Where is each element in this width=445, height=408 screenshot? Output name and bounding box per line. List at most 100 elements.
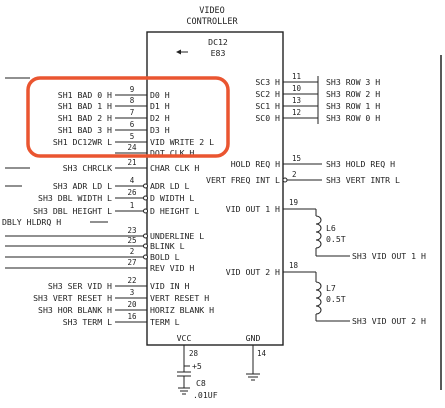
- left-pin-signal: DBLY HLDRQ H: [2, 217, 61, 227]
- right-pin-number: 11: [292, 72, 301, 81]
- left-pin-label: HORIZ BLANK H: [150, 305, 214, 315]
- title-line-1: VIDEO: [199, 6, 225, 16]
- left-pin-number: 3: [130, 288, 135, 297]
- inversion-bubble: [143, 243, 148, 249]
- left-pin-signal: SH3 TERM L: [63, 317, 112, 327]
- orientation-arrow: [176, 49, 188, 55]
- left-pin-d2: SH1 BAD 2 H 7 D2 H: [58, 108, 170, 123]
- inversion-bubble: [143, 233, 148, 239]
- left-pin-number: 1: [130, 201, 135, 210]
- left-pin-vert-reset: SH3 VERT RESET H 3 VERT RESET H: [33, 288, 209, 303]
- inductor-l7: L7 0.5T SH3 VID OUT 2 H: [315, 272, 426, 326]
- capacitor-ref: C8: [196, 378, 206, 388]
- left-pin-d3: SH1 BAD 3 H 6 D3 H: [58, 120, 170, 135]
- gnd-label: GND: [246, 333, 261, 343]
- chip-body: [146, 31, 284, 346]
- left-signal-dbly-hldrq: DBLY HLDRQ H: [2, 217, 108, 227]
- inductor-ref: L6: [326, 223, 336, 233]
- left-pin-number: 25: [127, 236, 136, 245]
- left-pin-underline: 23 UNDERLINE L: [5, 226, 204, 241]
- left-pin-bold: 2 BOLD L: [5, 247, 180, 262]
- right-pin-hold-req: HOLD REQ H 15 SH3 HOLD REQ H: [231, 154, 395, 169]
- capacitor-value: .01UF: [193, 390, 218, 400]
- title-line-2: CONTROLLER: [186, 17, 238, 27]
- right-pin-number: 15: [292, 154, 301, 163]
- right-pin-signal: SH3 ROW 0 H: [326, 113, 380, 123]
- left-pin-signal: SH3 SER VID H: [48, 281, 112, 291]
- left-pin-signal: SH1 BAD 0 H: [58, 90, 112, 100]
- right-pin-label: HOLD REQ H: [231, 159, 280, 169]
- left-pin-label: ADR LD L: [150, 181, 190, 191]
- right-pin-label: SC1 H: [255, 101, 280, 111]
- right-pin-number: 12: [292, 108, 301, 117]
- left-pin-signal: SH3 DBL WIDTH L: [38, 193, 112, 203]
- left-pin-rev-vid: 27 REV VID H: [5, 258, 194, 273]
- capacitor-c8: C8 .01UF: [177, 371, 218, 400]
- right-pin-sc1: SC1 H 13 SH3 ROW 1 H: [255, 96, 380, 111]
- right-pin-number: 19: [289, 198, 298, 207]
- right-pin-label: VID OUT 1 H: [226, 204, 280, 214]
- left-pin-number: 8: [130, 96, 135, 105]
- inversion-bubble: [143, 183, 148, 189]
- left-pin-signal: SH3 HOR BLANK H: [38, 305, 112, 315]
- inversion-bubble: [143, 254, 148, 260]
- right-pin-number: 13: [292, 96, 301, 105]
- left-pin-label: TERM L: [150, 317, 180, 327]
- right-pin-signal: SH3 HOLD REQ H: [326, 159, 395, 169]
- left-pin-d-height: SH3 DBL HEIGHT L 1 D HEIGHT L: [33, 201, 199, 216]
- left-pin-dot-clk: 24 DOT CLK H: [115, 143, 194, 158]
- left-pin-number: 4: [130, 176, 135, 185]
- right-pin-label: VERT FREQ INT L: [206, 175, 280, 185]
- right-pin-number: 10: [292, 84, 302, 93]
- inversion-bubble: [143, 208, 148, 214]
- left-pin-char-clk: SH3 CHRCLK 21 CHAR CLK H: [63, 158, 200, 173]
- chip-designator: DC12: [208, 37, 228, 47]
- right-pin-sc0: SC0 H 12 SH3 ROW 0 H: [255, 108, 380, 123]
- left-pin-number: 21: [127, 158, 136, 167]
- left-pin-horiz-blank: SH3 HOR BLANK H 20 HORIZ BLANK H: [38, 300, 214, 315]
- right-pin-label: SC2 H: [255, 89, 280, 99]
- right-pin-number: 18: [289, 261, 299, 270]
- left-pin-label: D1 H: [150, 101, 170, 111]
- left-pin-term: SH3 TERM L 16 TERM L: [63, 312, 180, 327]
- left-pin-label: CHAR CLK H: [150, 163, 199, 173]
- left-pin-number: 16: [127, 312, 137, 321]
- right-pin-label: SC3 H: [255, 77, 280, 87]
- left-pin-number: 20: [127, 300, 137, 309]
- left-pin-number: 27: [127, 258, 136, 267]
- left-pin-number: 26: [127, 188, 137, 197]
- right-pin-signal: SH3 ROW 3 H: [326, 77, 380, 87]
- left-pin-label: VERT RESET H: [150, 293, 209, 303]
- right-pin-vid-out-1: VID OUT 1 H 19: [226, 198, 316, 214]
- left-pin-number: 22: [127, 276, 136, 285]
- right-pin-number: 2: [292, 170, 297, 179]
- inductor-ref: L7: [326, 283, 336, 293]
- left-pin-signal: SH1 BAD 3 H: [58, 125, 112, 135]
- inductor-l6: L6 0.5T SH3 VID OUT 1 H: [315, 209, 426, 261]
- right-pin-group: SC3 H 11 SH3 ROW 3 H SC2 H 10 SH3 ROW 2 …: [206, 72, 400, 277]
- left-pin-number: 2: [130, 247, 135, 256]
- left-pin-vid-write: SH1 DC12WR L 5 VID WRITE 2 L: [53, 132, 214, 147]
- inversion-bubble: [143, 195, 148, 201]
- left-pin-signal: SH3 ADR LD L: [53, 181, 112, 191]
- highlight-box: [26, 76, 230, 158]
- right-pin-signal: SH3 ROW 2 H: [326, 89, 380, 99]
- left-pin-number: 23: [127, 226, 136, 235]
- left-pin-label: REV VID H: [150, 263, 194, 273]
- inductor-output-signal: SH3 VID OUT 2 H: [352, 316, 426, 326]
- left-pin-signal: SH3 VERT RESET H: [33, 293, 112, 303]
- vcc-symbol: +5: [192, 361, 202, 371]
- left-pin-label: D WIDTH L: [150, 193, 194, 203]
- left-pin-adr-ld: SH3 ADR LD L 4 ADR LD L: [53, 176, 190, 191]
- inductor-output-signal: SH3 VID OUT 1 H: [352, 251, 426, 261]
- left-pin-label: UNDERLINE L: [150, 231, 204, 241]
- vcc-pin: VCC 28 +5: [177, 333, 202, 372]
- right-pin-vert-freq-int: VERT FREQ INT L 2 SH3 VERT INTR L: [206, 170, 400, 185]
- left-pin-d-width: SH3 DBL WIDTH L 26 D WIDTH L: [38, 188, 194, 203]
- left-pin-d0: SH1 BAD 0 H 9 D0 H: [58, 85, 170, 100]
- left-pin-d1: SH1 BAD 1 H 8 D1 H: [58, 96, 170, 111]
- left-pin-label: VID IN H: [150, 281, 190, 291]
- left-pin-label: VID WRITE 2 L: [150, 137, 214, 147]
- right-pin-label: SC0 H: [255, 113, 280, 123]
